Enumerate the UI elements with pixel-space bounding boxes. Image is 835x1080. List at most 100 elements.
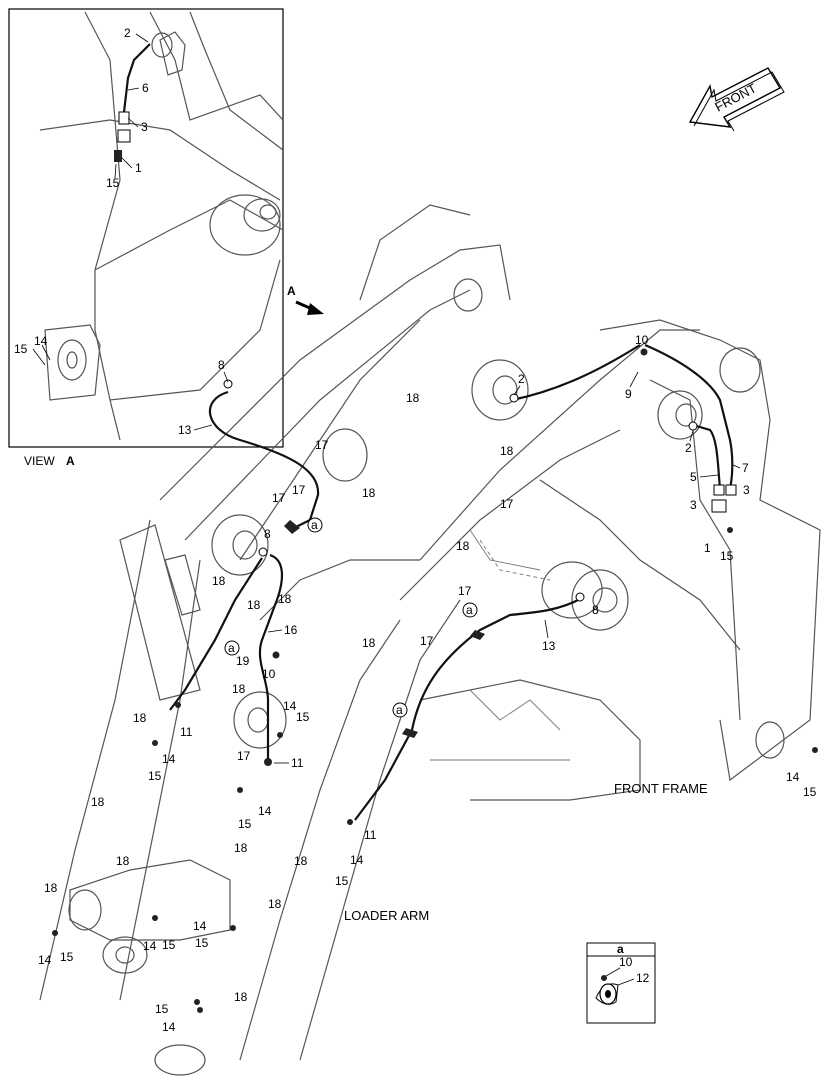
callout-14: 14 [143,939,157,953]
callout-19: 19 [236,654,250,668]
callout-18: 18 [234,841,248,855]
callout-2: 2 [518,372,525,386]
detail-a-callout-10: 10 [619,955,633,969]
view-label-prefix: VIEW [24,454,55,468]
inset-callout-6: 6 [142,81,149,95]
callout-18: 18 [406,391,420,405]
callout-13: 13 [542,639,556,653]
callout-17: 17 [500,497,514,511]
callout-17: 17 [237,749,251,763]
callout-7: 7 [742,461,749,475]
front-direction-arrow: FRONT [688,67,785,132]
callout-11: 11 [180,725,193,739]
hose-lines [169,343,734,821]
callout-18: 18 [500,444,514,458]
callout-18: 18 [44,881,58,895]
callout-8: 8 [592,603,599,617]
callout-18: 18 [116,854,130,868]
callout-5: 5 [690,470,697,484]
callout-numbers: 8 13 17 17 17 18 18 18 2 10 9 2 5 7 3 3 … [38,333,817,1034]
callout-17: 17 [272,491,286,505]
inset-callout-1: 1 [135,161,142,175]
hose-left-run [169,557,263,711]
callout-14: 14 [283,699,297,713]
callout-17: 17 [458,584,472,598]
view-a-label: VIEW A [24,454,75,468]
callout-15: 15 [296,710,310,724]
callout-14: 14 [193,919,207,933]
view-a-inset: 2 6 3 1 15 15 14 [8,8,284,448]
clamp-markers: a a a a [224,517,478,718]
callout-18: 18 [91,795,105,809]
callout-15: 15 [803,785,817,799]
callout-10: 10 [635,333,649,347]
detail-a-box: a 10 12 [586,942,656,1024]
callout-15: 15 [335,874,349,888]
callout-18: 18 [278,592,292,606]
callout-15: 15 [162,938,176,952]
machine-structure [39,204,821,1076]
callout-2: 2 [685,441,692,455]
callout-14: 14 [162,752,176,766]
inset-callout-3: 3 [141,120,148,134]
callout-14: 14 [162,1020,176,1034]
callout-9: 9 [625,387,632,401]
hose-13-upper [208,390,320,531]
view-label-letter: A [66,454,75,468]
inset-callout-14: 14 [34,334,48,348]
inset-callout-2: 2 [124,26,131,40]
callout-8: 8 [264,527,271,541]
callout-16: 16 [284,623,298,637]
hose-13-lower [354,597,583,821]
clamp-marker-a-1: a [311,518,318,532]
callout-17: 17 [420,634,434,648]
hose-16 [258,553,283,760]
callout-15: 15 [148,769,162,783]
hose-5 [692,423,722,489]
fittings [52,348,818,1013]
callout-3: 3 [743,483,750,497]
callout-15: 15 [238,817,252,831]
callout-17: 17 [292,483,306,497]
callout-17: 17 [315,438,329,452]
callout-18: 18 [247,598,261,612]
callout-18: 18 [362,486,376,500]
callout-14: 14 [38,953,52,967]
clamp-marker-a-4: a [396,703,403,717]
callout-15: 15 [720,549,734,563]
callout-14: 14 [258,804,272,818]
callout-10: 10 [262,667,276,681]
callout-18: 18 [234,990,248,1004]
callout-1: 1 [704,541,711,555]
callout-18: 18 [232,682,246,696]
callout-11: 11 [291,756,304,770]
callout-8: 8 [218,358,225,372]
inset-callout-15: 15 [106,176,120,190]
detail-a-title: a [617,942,624,956]
callout-18: 18 [362,636,376,650]
clamp-marker-a-3: a [466,603,473,617]
callout-14: 14 [786,770,800,784]
view-a-arrow-letter: A [287,284,296,298]
callout-15: 15 [60,950,74,964]
view-a-arrow: A [287,284,324,315]
callout-15: 15 [195,936,209,950]
callout-3: 3 [690,498,697,512]
callout-15: 15 [155,1002,169,1016]
callout-18: 18 [456,539,470,553]
callout-18: 18 [294,854,308,868]
hose-7 [644,343,734,489]
inset-callout-15-b: 15 [14,342,28,356]
callout-13: 13 [178,423,192,437]
hose-9 [511,344,641,402]
clamp-marker-a-2: a [228,641,235,655]
callout-14: 14 [350,853,364,867]
detail-a-callout-12: 12 [636,971,650,985]
callout-18: 18 [133,711,147,725]
callout-18: 18 [212,574,226,588]
callout-18: 18 [268,897,282,911]
front-frame-label: FRONT FRAME [614,781,708,796]
callout-11: 11 [364,828,377,842]
loader-arm-label: LOADER ARM [344,908,429,923]
